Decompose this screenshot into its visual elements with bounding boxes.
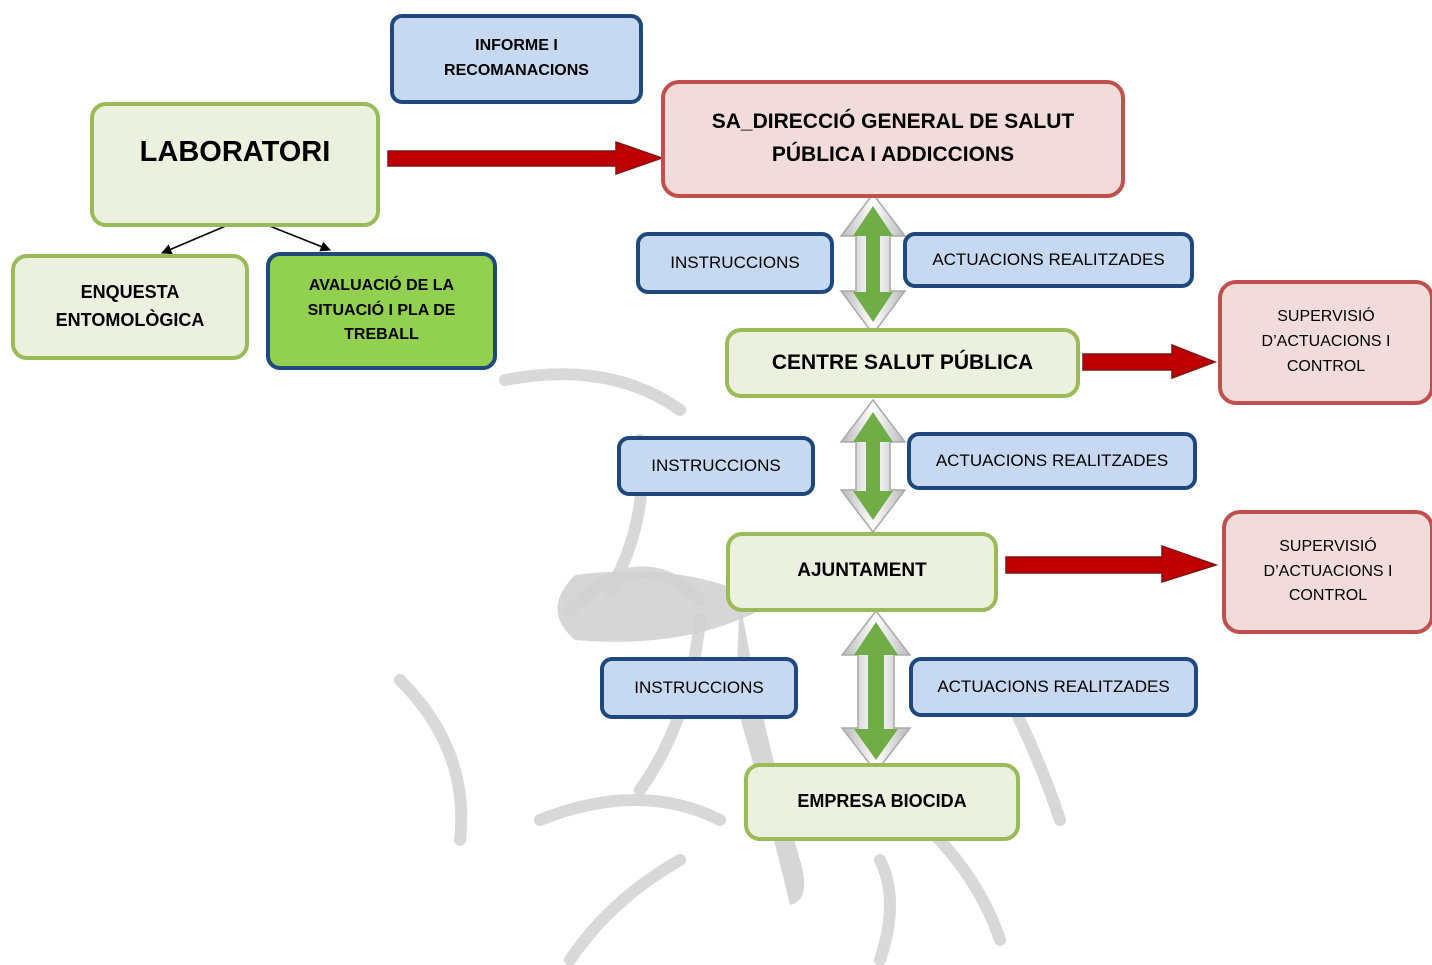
informe-text: INFORME I RECOMANACIONS bbox=[444, 37, 589, 79]
avaluacio-text: AVALUACIÓ DE LA SITUACIÓ I PLA DE TREBAL… bbox=[307, 276, 456, 344]
enquesta-text: ENQUESTA ENTOMOLÒGICA bbox=[55, 282, 205, 330]
ajuntament-node: AJUNTAMENT bbox=[726, 532, 998, 612]
laboratori-text: LABORATORI bbox=[139, 136, 331, 168]
ajuntament-to-supervisio-arrow bbox=[1005, 544, 1219, 584]
ajuntament-empresa-double-arrow bbox=[840, 609, 912, 774]
supervisio-text-2: SUPERVISIÓ D’ACTUACIONS I CONTROL bbox=[1263, 537, 1393, 605]
direccio-node: SA_DIRECCIÓ GENERAL DE SALUT PÚBLICA I A… bbox=[661, 80, 1125, 198]
lab-to-direccio-arrow bbox=[387, 140, 665, 176]
centre-to-supervisio-arrow bbox=[1082, 343, 1218, 380]
enquesta-node: ENQUESTA ENTOMOLÒGICA bbox=[11, 254, 249, 360]
instruccions-label-2: INSTRUCCIONS bbox=[617, 436, 815, 496]
instruccions-label-3: INSTRUCCIONS bbox=[600, 657, 798, 719]
centre-node: CENTRE SALUT PÚBLICA bbox=[725, 328, 1080, 398]
laboratori-node: LABORATORI bbox=[90, 102, 380, 227]
ajuntament-text: AJUNTAMENT bbox=[797, 560, 927, 581]
avaluacio-node: AVALUACIÓ DE LA SITUACIÓ I PLA DE TREBAL… bbox=[266, 252, 497, 370]
lab-to-avaluacio-arrow bbox=[261, 222, 331, 252]
supervisio-node-2: SUPERVISIÓ D’ACTUACIONS I CONTROL bbox=[1222, 510, 1432, 634]
lab-to-enquesta-arrow bbox=[161, 224, 229, 255]
informe-node: INFORME I RECOMANACIONS bbox=[390, 14, 643, 104]
direccio-centre-double-arrow bbox=[839, 192, 907, 336]
empresa-text: EMPRESA BIOCIDA bbox=[797, 791, 967, 812]
actuacions-label-2: ACTUACIONS REALITZADES bbox=[907, 432, 1197, 490]
actuacions-label-3: ACTUACIONS REALITZADES bbox=[909, 657, 1198, 717]
empresa-node: EMPRESA BIOCIDA bbox=[744, 763, 1020, 841]
actuacions-label-1: ACTUACIONS REALITZADES bbox=[903, 232, 1194, 288]
supervisio-node-1: SUPERVISIÓ D’ACTUACIONS I CONTROL bbox=[1218, 280, 1432, 405]
supervisio-text-1: SUPERVISIÓ D’ACTUACIONS I CONTROL bbox=[1261, 308, 1391, 375]
instruccions-label-1: INSTRUCCIONS bbox=[636, 232, 834, 294]
centre-text: CENTRE SALUT PÚBLICA bbox=[771, 350, 1034, 374]
direccio-text: SA_DIRECCIÓ GENERAL DE SALUT PÚBLICA I A… bbox=[711, 110, 1075, 166]
centre-ajuntament-double-arrow bbox=[839, 398, 907, 534]
